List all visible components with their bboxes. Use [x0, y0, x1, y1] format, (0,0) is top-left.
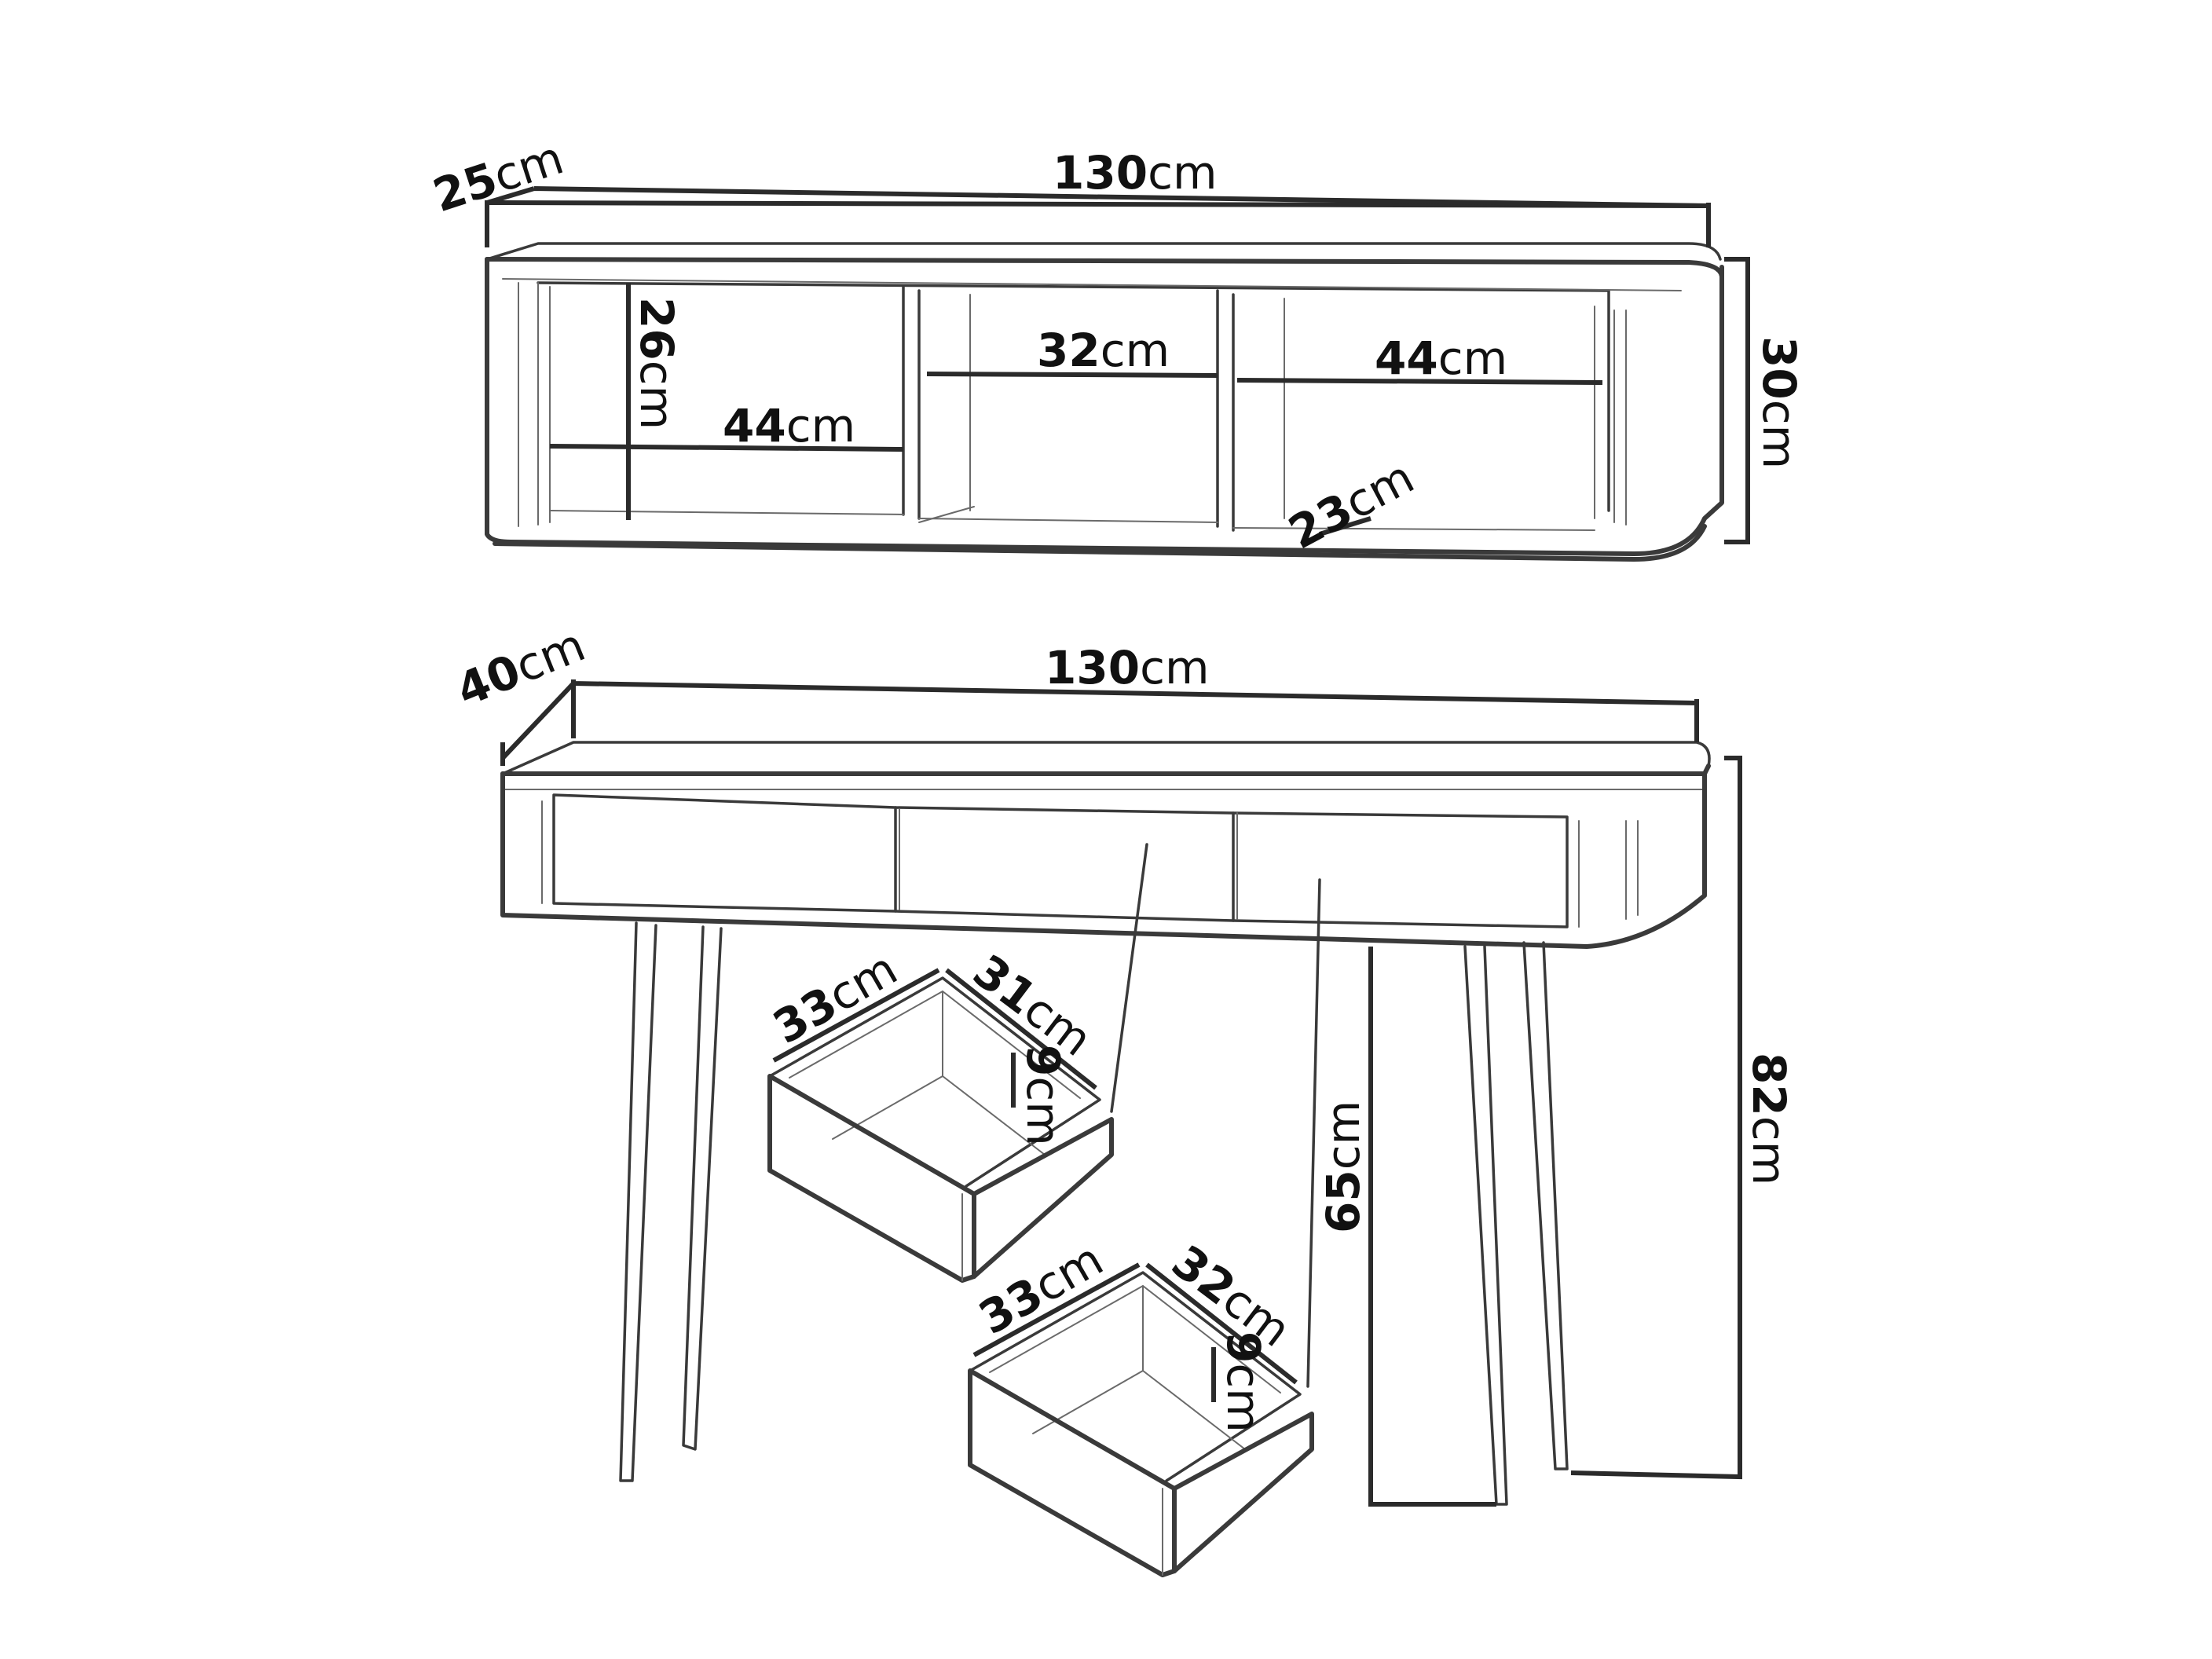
- table-depth-label: 40cm: [449, 618, 592, 717]
- table-top-surface: [501, 741, 1711, 775]
- console-table: [500, 679, 1742, 1507]
- shelf-top-front-edge: [485, 257, 1724, 279]
- drawer-bottom-pointer: [1306, 878, 1321, 1388]
- shelf-top-surface: [485, 242, 1722, 261]
- shelf-bottom-shadow: [493, 524, 1707, 562]
- table-width-label: 130cm: [1045, 641, 1209, 694]
- shelf-middle-width-dim-line: [926, 372, 1218, 378]
- drawer-front-middle: [894, 806, 1235, 922]
- shelf-height-dim-line: [1724, 257, 1750, 544]
- shelf-compartment-depth-dim-line: [1319, 516, 1372, 537]
- drawer-bottom-height-label: 9cm: [1217, 1331, 1270, 1433]
- shelf-depth-label: 25cm: [427, 130, 569, 222]
- shelf-compartment-depth-label: 23cm: [1280, 450, 1423, 559]
- shelf-back-panel: [537, 281, 1610, 512]
- shelf-divider-left: [902, 285, 921, 520]
- table-height-label: 82cm: [1742, 1053, 1796, 1185]
- table-body: [500, 771, 1707, 949]
- shelf-left-width-dim-line: [549, 444, 904, 452]
- drawer-front-left: [552, 793, 897, 913]
- table-top-front-edge: [500, 764, 1711, 776]
- shelf-divider-right: [1216, 289, 1235, 532]
- drawer-top-depth-dim-line: [945, 968, 1097, 1090]
- drawer-top-pointer: [1110, 843, 1148, 1113]
- table-leg-height-label: 65cm: [1317, 1101, 1370, 1233]
- shelf-right-width-dim-line: [1236, 378, 1603, 385]
- table-leg-height-dim-line: [1368, 947, 1496, 1507]
- shelf-compartment-height-label: 26cm: [630, 297, 683, 430]
- drawer-bottom: [968, 1262, 1314, 1577]
- shelf-body: [485, 257, 1724, 556]
- drawer-bottom-width-label: 33cm: [970, 1232, 1111, 1345]
- shelf-right-width-label: 44cm: [1375, 331, 1507, 385]
- shelf-depth-dim-line: [486, 186, 1709, 208]
- drawer-top-width-dim-line: [772, 968, 940, 1063]
- shelf-height-label: 30cm: [1752, 336, 1806, 469]
- table-width-dim-line: [571, 679, 1699, 742]
- table-leg-front-left: [619, 921, 657, 1482]
- drawer-bottom-depth-dim-line: [1145, 1262, 1298, 1385]
- drawer-top-front: [767, 1074, 976, 1283]
- drawer-top-rim: [768, 976, 1101, 1188]
- drawer-top-height-label: 9cm: [1016, 1045, 1070, 1146]
- table-depth-dim-line: [500, 681, 576, 766]
- drawer-bottom-width-dim-line: [972, 1262, 1141, 1357]
- shelf-width-label: 130cm: [1053, 146, 1217, 200]
- drawer-bottom-front: [968, 1368, 1177, 1577]
- table-height-dim-line: [1570, 756, 1742, 1480]
- drawer-front-right: [1232, 811, 1569, 928]
- shelf-width-dim-line: [485, 200, 1711, 247]
- drawer-bottom-rim: [969, 1271, 1302, 1482]
- table-leg-front-right: [1463, 945, 1508, 1506]
- shelf-middle-width-label: 32cm: [1037, 324, 1170, 377]
- shelf-left-width-label: 44cm: [723, 399, 855, 452]
- wall-shelf: [485, 186, 1750, 562]
- drawer-top: [767, 968, 1114, 1283]
- table-leg-back-right: [1522, 941, 1569, 1470]
- table-leg-back-left: [682, 925, 723, 1451]
- drawer-top-width-label: 33cm: [764, 942, 906, 1054]
